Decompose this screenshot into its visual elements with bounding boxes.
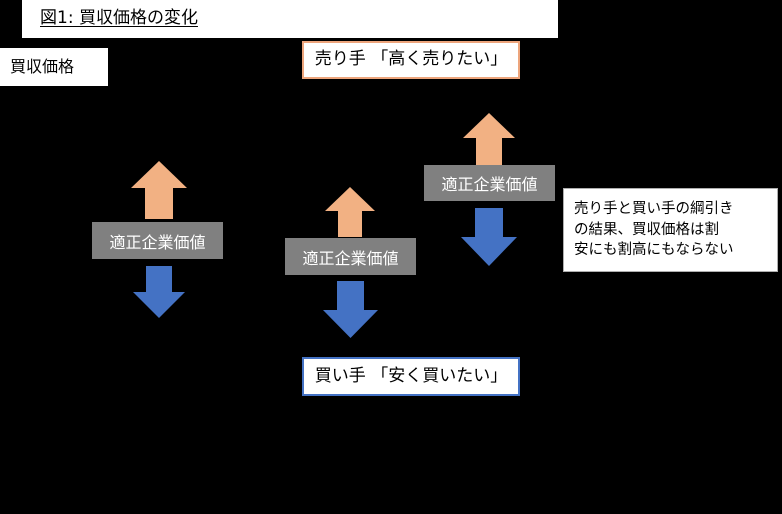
buyer-statement-box: 買い手 「安く買いたい」 [302,357,520,396]
down-arrow-blue [133,266,185,318]
down-arrow-blue [323,281,378,338]
fair-value-bar: 適正企業価値 [285,238,416,275]
conclusion-note-box: 売り手と買い手の綱引き の結果、買収価格は割 安にも割高にもならない [563,188,778,272]
seller-statement-box: 売り手 「高く売りたい」 [302,41,520,79]
figure-title-plate: 図1: 買収価格の変化 [22,0,558,38]
conclusion-note-text: 売り手と買い手の綱引き の結果、買収価格は割 安にも割高にもならない [574,201,734,259]
fair-value-bar: 適正企業価値 [92,222,223,259]
up-arrow-orange [325,187,375,237]
down-arrow-blue [461,208,517,266]
axis-label-acquisition-price: 買収価格 [0,48,108,86]
fair-value-bar: 適正企業価値 [424,165,555,201]
up-arrow-orange [131,161,187,219]
up-arrow-orange [463,113,515,166]
page-title: 図1: 買収価格の変化 [40,8,198,29]
